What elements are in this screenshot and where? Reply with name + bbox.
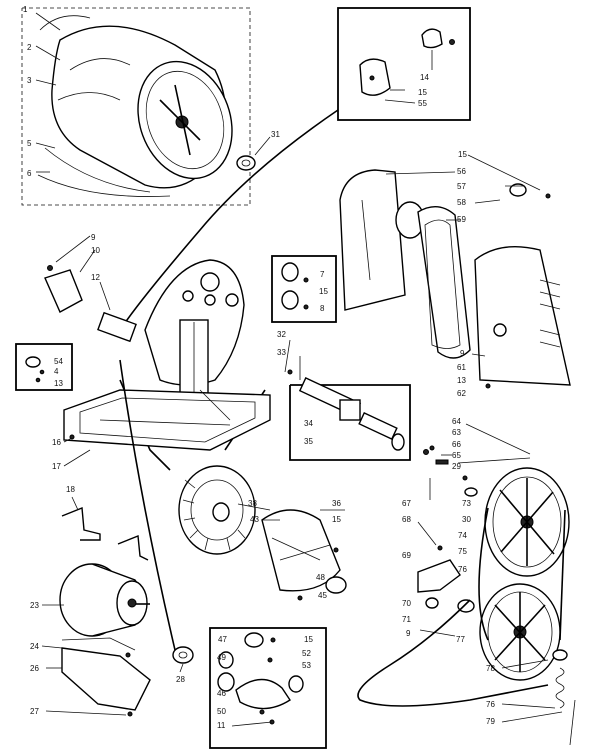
label-11: 11: [217, 721, 226, 730]
label-15-bearing: 15: [319, 287, 328, 296]
label-69: 69: [402, 551, 411, 560]
label-31: 31: [271, 130, 280, 139]
label-50: 50: [217, 707, 226, 716]
label-9-bracket: 9: [406, 629, 411, 638]
blower-assembly: 38 36 43 15 48 45: [178, 465, 347, 601]
label-47: 47: [218, 635, 227, 644]
label-30: 30: [462, 515, 471, 524]
label-1: 1: [23, 5, 28, 14]
label-58: 58: [457, 198, 466, 207]
label-74: 74: [458, 531, 467, 540]
label-61: 61: [457, 363, 466, 372]
label-34: 34: [304, 419, 313, 428]
label-76-bottom: 76: [486, 700, 495, 709]
label-76: 76: [458, 565, 467, 574]
label-79: 79: [486, 717, 495, 726]
label-26: 26: [30, 664, 39, 673]
label-66: 66: [452, 440, 461, 449]
label-3: 3: [27, 76, 32, 85]
label-9-panel: 9: [460, 349, 465, 358]
label-38: 38: [248, 499, 257, 508]
drum-assembly-group: 1 2 3 5 6: [21, 5, 251, 206]
motor-assembly: 18 23 24 26 27: [30, 485, 151, 717]
label-56: 56: [457, 167, 466, 176]
inset-box-bottom: 47 15 52 49 53 46 50 11: [209, 627, 327, 749]
label-45: 45: [318, 591, 327, 600]
label-43: 43: [250, 515, 259, 524]
label-16: 16: [52, 438, 61, 447]
label-9-frame: 9: [91, 233, 96, 242]
label-49: 49: [217, 653, 226, 662]
label-59: 59: [457, 215, 466, 224]
label-27: 27: [30, 707, 39, 716]
label-53: 53: [302, 661, 311, 670]
label-2: 2: [27, 43, 32, 52]
bulkhead-parts: 15 56 57 58 59: [339, 150, 571, 386]
label-13-left: 13: [54, 379, 63, 388]
label-62: 62: [457, 389, 466, 398]
label-15-blower: 15: [332, 515, 341, 524]
part-31-seal: 31: [236, 130, 280, 171]
label-63: 63: [452, 428, 461, 437]
label-64: 64: [452, 417, 461, 426]
label-70: 70: [402, 599, 411, 608]
label-32: 32: [277, 330, 286, 339]
label-48: 48: [316, 573, 325, 582]
label-5: 5: [27, 139, 32, 148]
part-28-pulley: 28: [172, 646, 194, 684]
inset-box-top: 14 15 55: [337, 7, 471, 121]
label-14: 14: [420, 73, 429, 82]
label-12: 12: [91, 273, 100, 282]
label-29-idler: 29: [452, 462, 461, 471]
idler-small-parts: 64 63 66 65 29 67 73 30: [402, 417, 531, 524]
label-24: 24: [30, 642, 39, 651]
label-18: 18: [66, 485, 75, 494]
drive-pulleys: 78 76 79: [357, 467, 576, 746]
main-frame-assembly: 9 10 12 16 17: [44, 233, 271, 471]
label-52: 52: [302, 649, 311, 658]
label-23: 23: [30, 601, 39, 610]
label-77: 77: [456, 635, 465, 644]
label-68: 68: [402, 515, 411, 524]
idler-shaft-box: 32 33 34 35: [277, 330, 411, 461]
label-35: 35: [304, 437, 313, 446]
label-7: 7: [320, 270, 325, 279]
idler-bracket: 68 69 70 71 9 74 75 76 77: [402, 515, 475, 644]
label-65: 65: [452, 451, 461, 460]
label-15-right: 15: [458, 150, 467, 159]
inset-box-bearing: 7 15 8: [271, 255, 337, 323]
panel-fasteners: 9 61 13 62: [457, 349, 491, 398]
label-46: 46: [217, 689, 226, 698]
label-10: 10: [91, 246, 100, 255]
label-75: 75: [458, 547, 467, 556]
label-67: 67: [402, 499, 411, 508]
label-4: 4: [54, 367, 59, 376]
label-6: 6: [27, 169, 32, 178]
label-36: 36: [332, 499, 341, 508]
label-57: 57: [457, 182, 466, 191]
label-55: 55: [418, 99, 427, 108]
inset-box-left: 54 4 13: [15, 343, 73, 391]
label-8: 8: [320, 304, 325, 313]
label-71: 71: [402, 615, 411, 624]
label-54: 54: [54, 357, 63, 366]
label-78: 78: [486, 664, 495, 673]
label-73: 73: [462, 499, 471, 508]
label-28: 28: [176, 675, 185, 684]
label-17: 17: [52, 462, 61, 471]
label-15-bottom: 15: [304, 635, 313, 644]
label-13-panel: 13: [457, 376, 466, 385]
label-33: 33: [277, 348, 286, 357]
label-15-top: 15: [418, 88, 427, 97]
